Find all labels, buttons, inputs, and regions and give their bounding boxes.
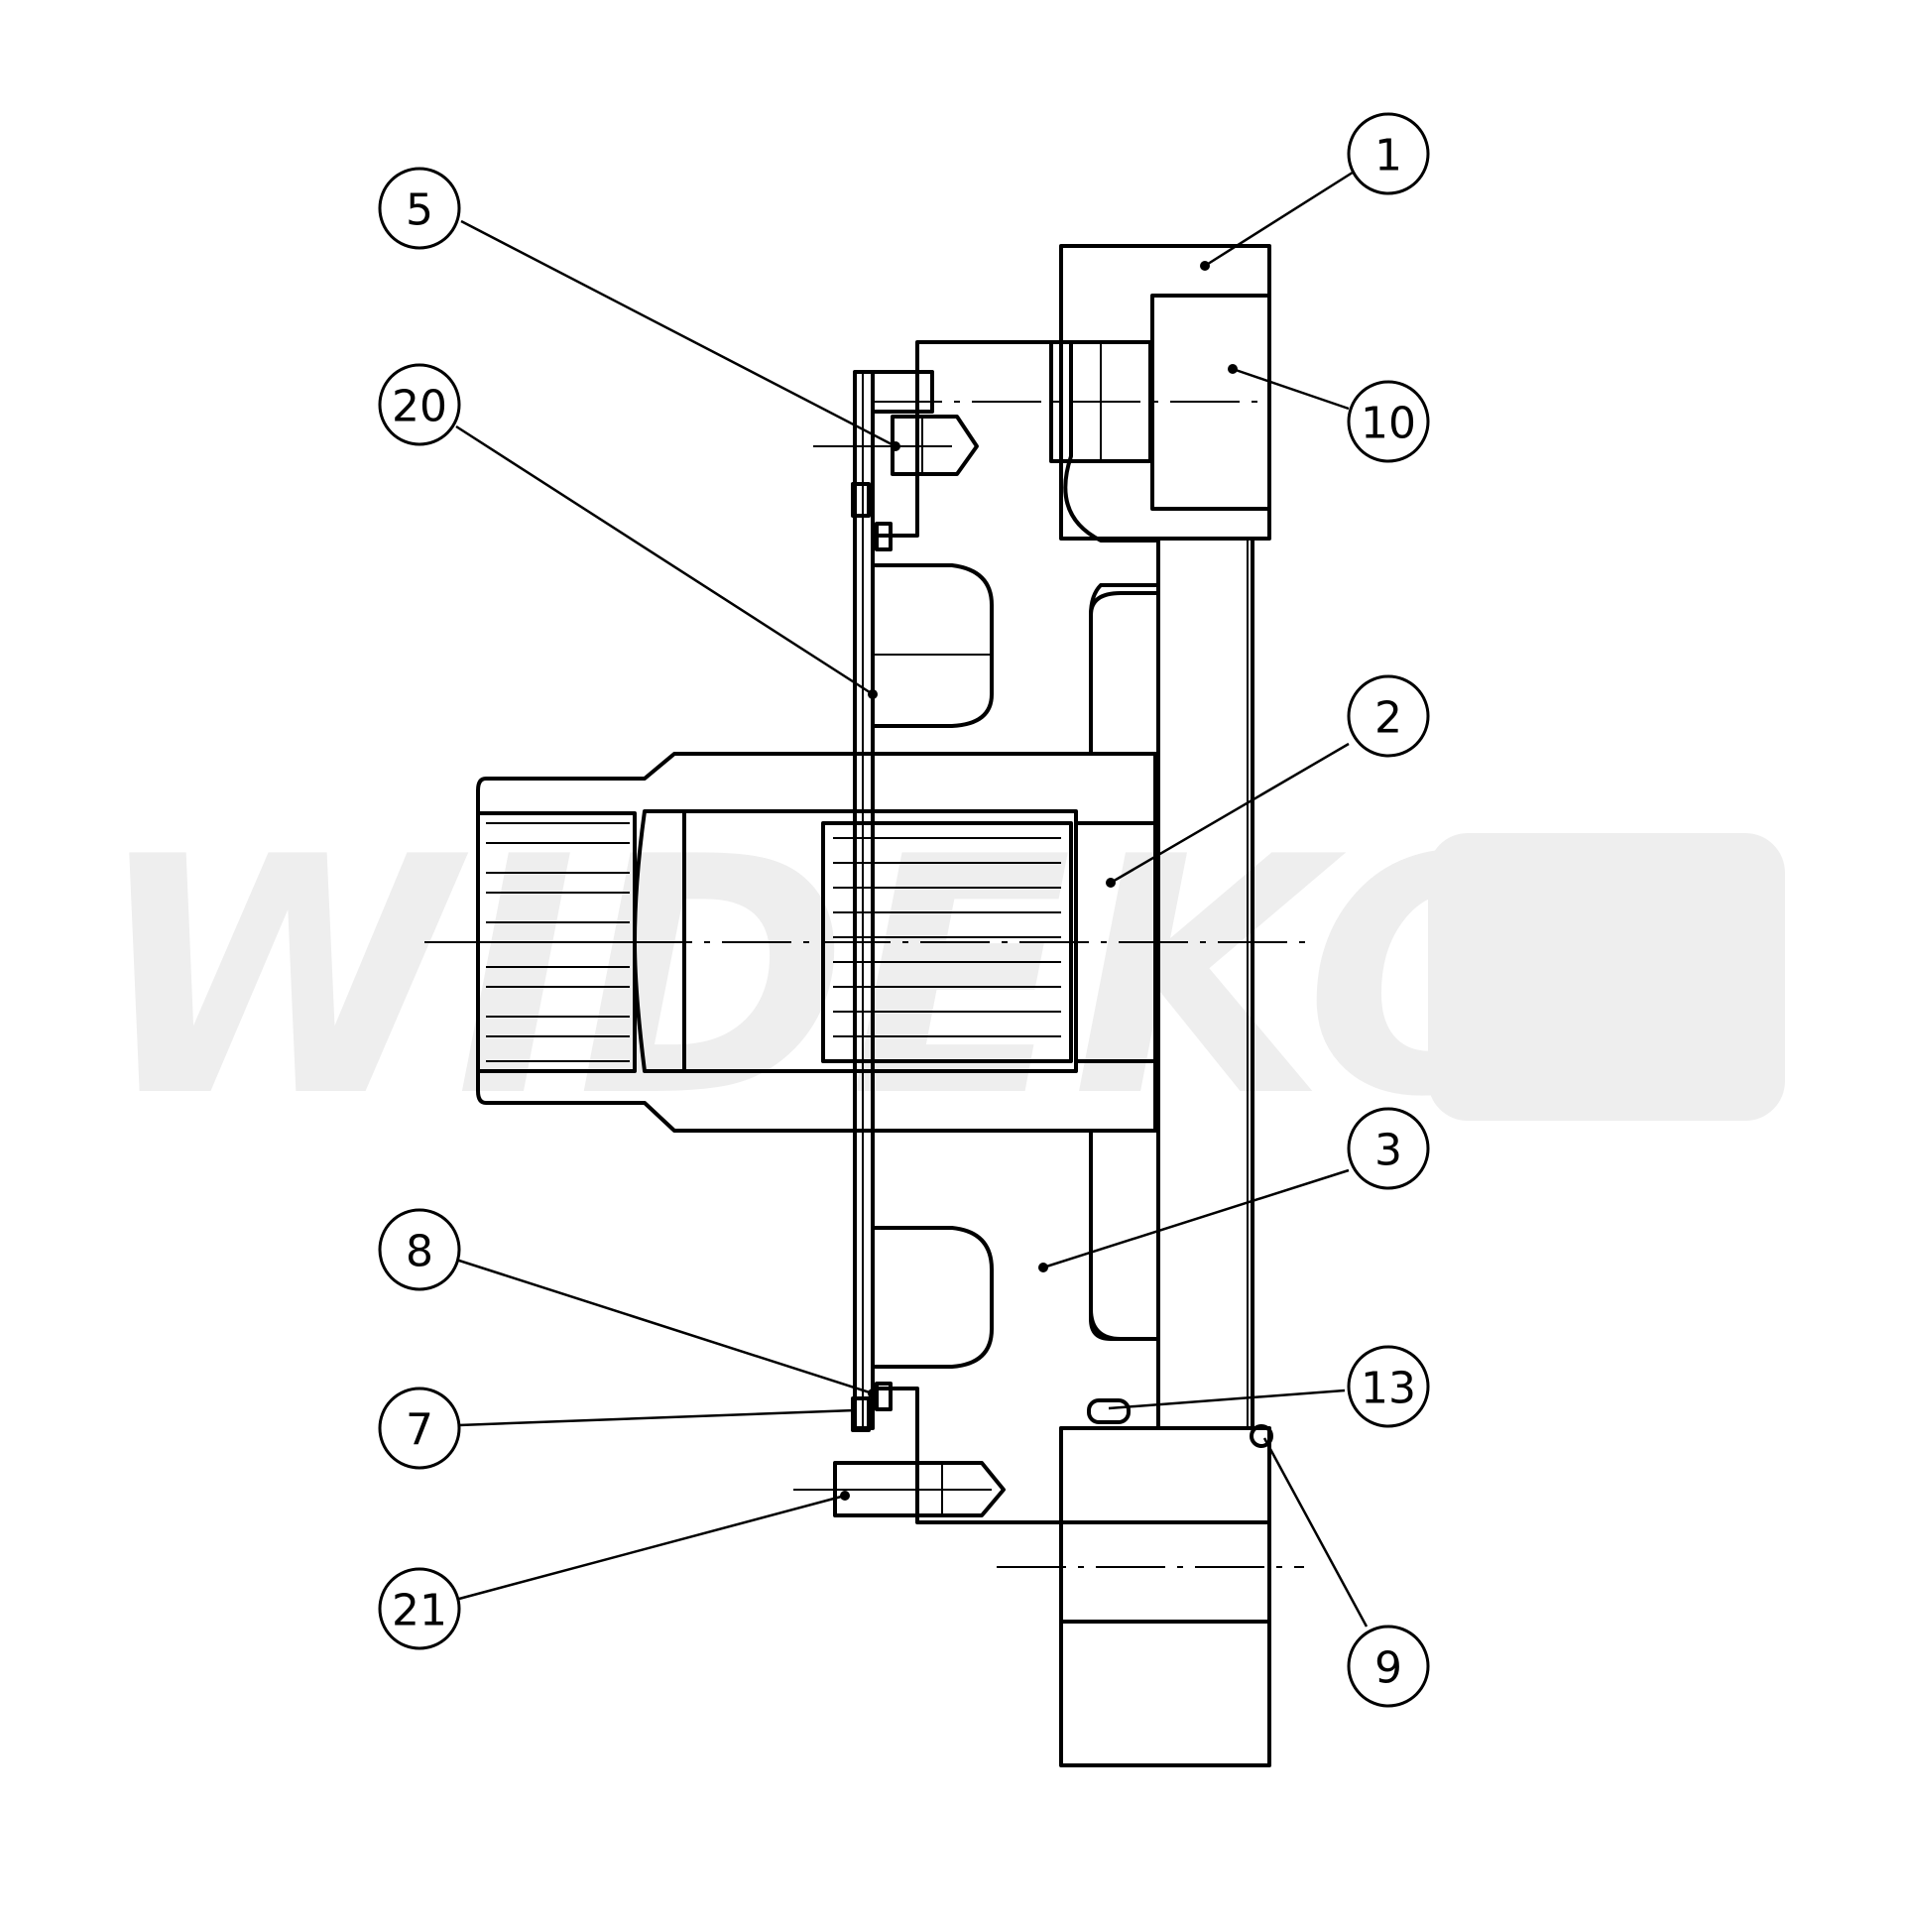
watermark-logo-box [1428,833,1785,1121]
balloon-8: 8 [378,1208,461,1291]
seal-part-13 [1087,1398,1131,1424]
svg-text:10: 10 [1361,399,1416,449]
housing-part-3 [853,340,1160,1524]
center-lines [424,401,1309,1568]
balloon-9: 9 [1347,1625,1430,1708]
watermark-text: WIDEKO [94,787,1583,1168]
balloon-13: 13 [1347,1345,1430,1428]
svg-text:7: 7 [406,1405,433,1456]
balloon-7: 7 [378,1387,461,1470]
balloon-20: 20 [378,363,461,446]
seal-part-7 [851,1396,871,1432]
flange-part-1 [1059,244,1271,1767]
balloon-2: 2 [1347,674,1430,758]
shaft-part-2 [476,752,1157,1133]
seal-part-9 [1250,1424,1273,1448]
seals [851,482,1273,1448]
seal-part-20 [851,482,871,518]
leader-lines [455,162,1369,1628]
svg-text:3: 3 [1374,1126,1402,1176]
balloon-10: 10 [1347,380,1430,463]
svg-text:1: 1 [1374,131,1402,181]
svg-text:5: 5 [406,185,433,236]
balloon-1: 1 [1347,112,1430,195]
svg-text:20: 20 [392,382,447,432]
screw-part-5 [871,370,979,476]
balloon-21: 21 [378,1567,461,1650]
svg-text:8: 8 [406,1227,433,1277]
svg-text:13: 13 [1361,1364,1416,1414]
svg-text:2: 2 [1374,693,1402,744]
callout-balloons: 1 10 5 20 2 3 13 8 7 21 9 [378,112,1430,1708]
svg-text:9: 9 [1374,1643,1402,1694]
watermark: WIDEKO [94,787,1785,1168]
svg-text:21: 21 [392,1586,447,1636]
balloon-5: 5 [378,167,461,250]
balloon-3: 3 [1347,1107,1430,1190]
